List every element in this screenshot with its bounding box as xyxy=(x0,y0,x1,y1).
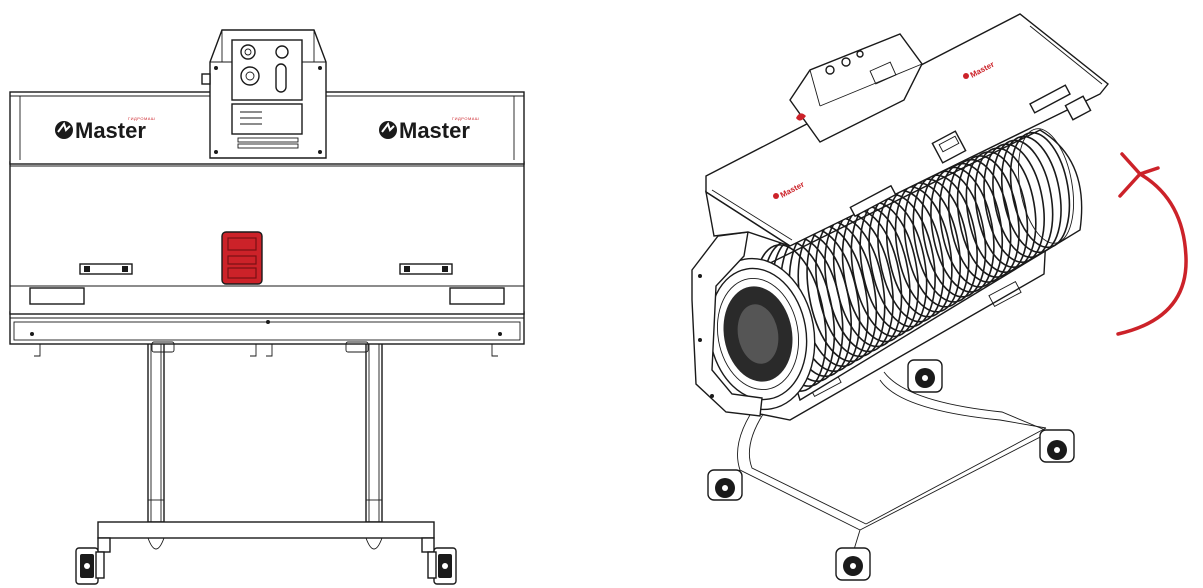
handle-left-icon xyxy=(79,263,133,275)
red-latch-icon xyxy=(221,231,263,285)
master-logo-icon xyxy=(963,73,969,79)
master-logo-icon xyxy=(379,121,397,139)
stand-front xyxy=(97,341,435,553)
machine-rotated-view: Master Master xyxy=(691,13,1109,581)
drum xyxy=(700,128,1083,411)
brand-subtitle-left: ГИДРОМАШ xyxy=(128,116,155,121)
caster-rotated-4 xyxy=(907,359,943,393)
control-panel-front xyxy=(201,29,327,159)
caster-right xyxy=(427,547,457,585)
control-panel-rotated xyxy=(789,33,923,143)
lid-open: Master Master xyxy=(705,13,1109,247)
caster-rotated-3 xyxy=(1039,429,1075,463)
brand-name-right: Master xyxy=(399,118,470,143)
drum-rib xyxy=(1009,131,1071,249)
master-logo-icon xyxy=(55,121,73,139)
caster-rotated-1 xyxy=(707,469,743,501)
stand-rotated xyxy=(723,371,1051,557)
curved-arrow-icon xyxy=(1116,152,1188,336)
caster-rotated-2 xyxy=(835,547,871,581)
machine-front-view: Master ГИДРОМАШ Master ГИДРОМАШ xyxy=(9,29,525,585)
brand-subtitle-right: ГИДРОМАШ xyxy=(452,116,479,121)
master-logo-icon xyxy=(773,193,779,199)
handle-right-icon xyxy=(399,263,453,275)
brand-name-left: Master xyxy=(75,118,146,143)
brand-logo-left: Master ГИДРОМАШ xyxy=(55,116,155,143)
caster-left xyxy=(75,547,105,585)
brand-logo-right: Master ГИДРОМАШ xyxy=(379,116,479,143)
